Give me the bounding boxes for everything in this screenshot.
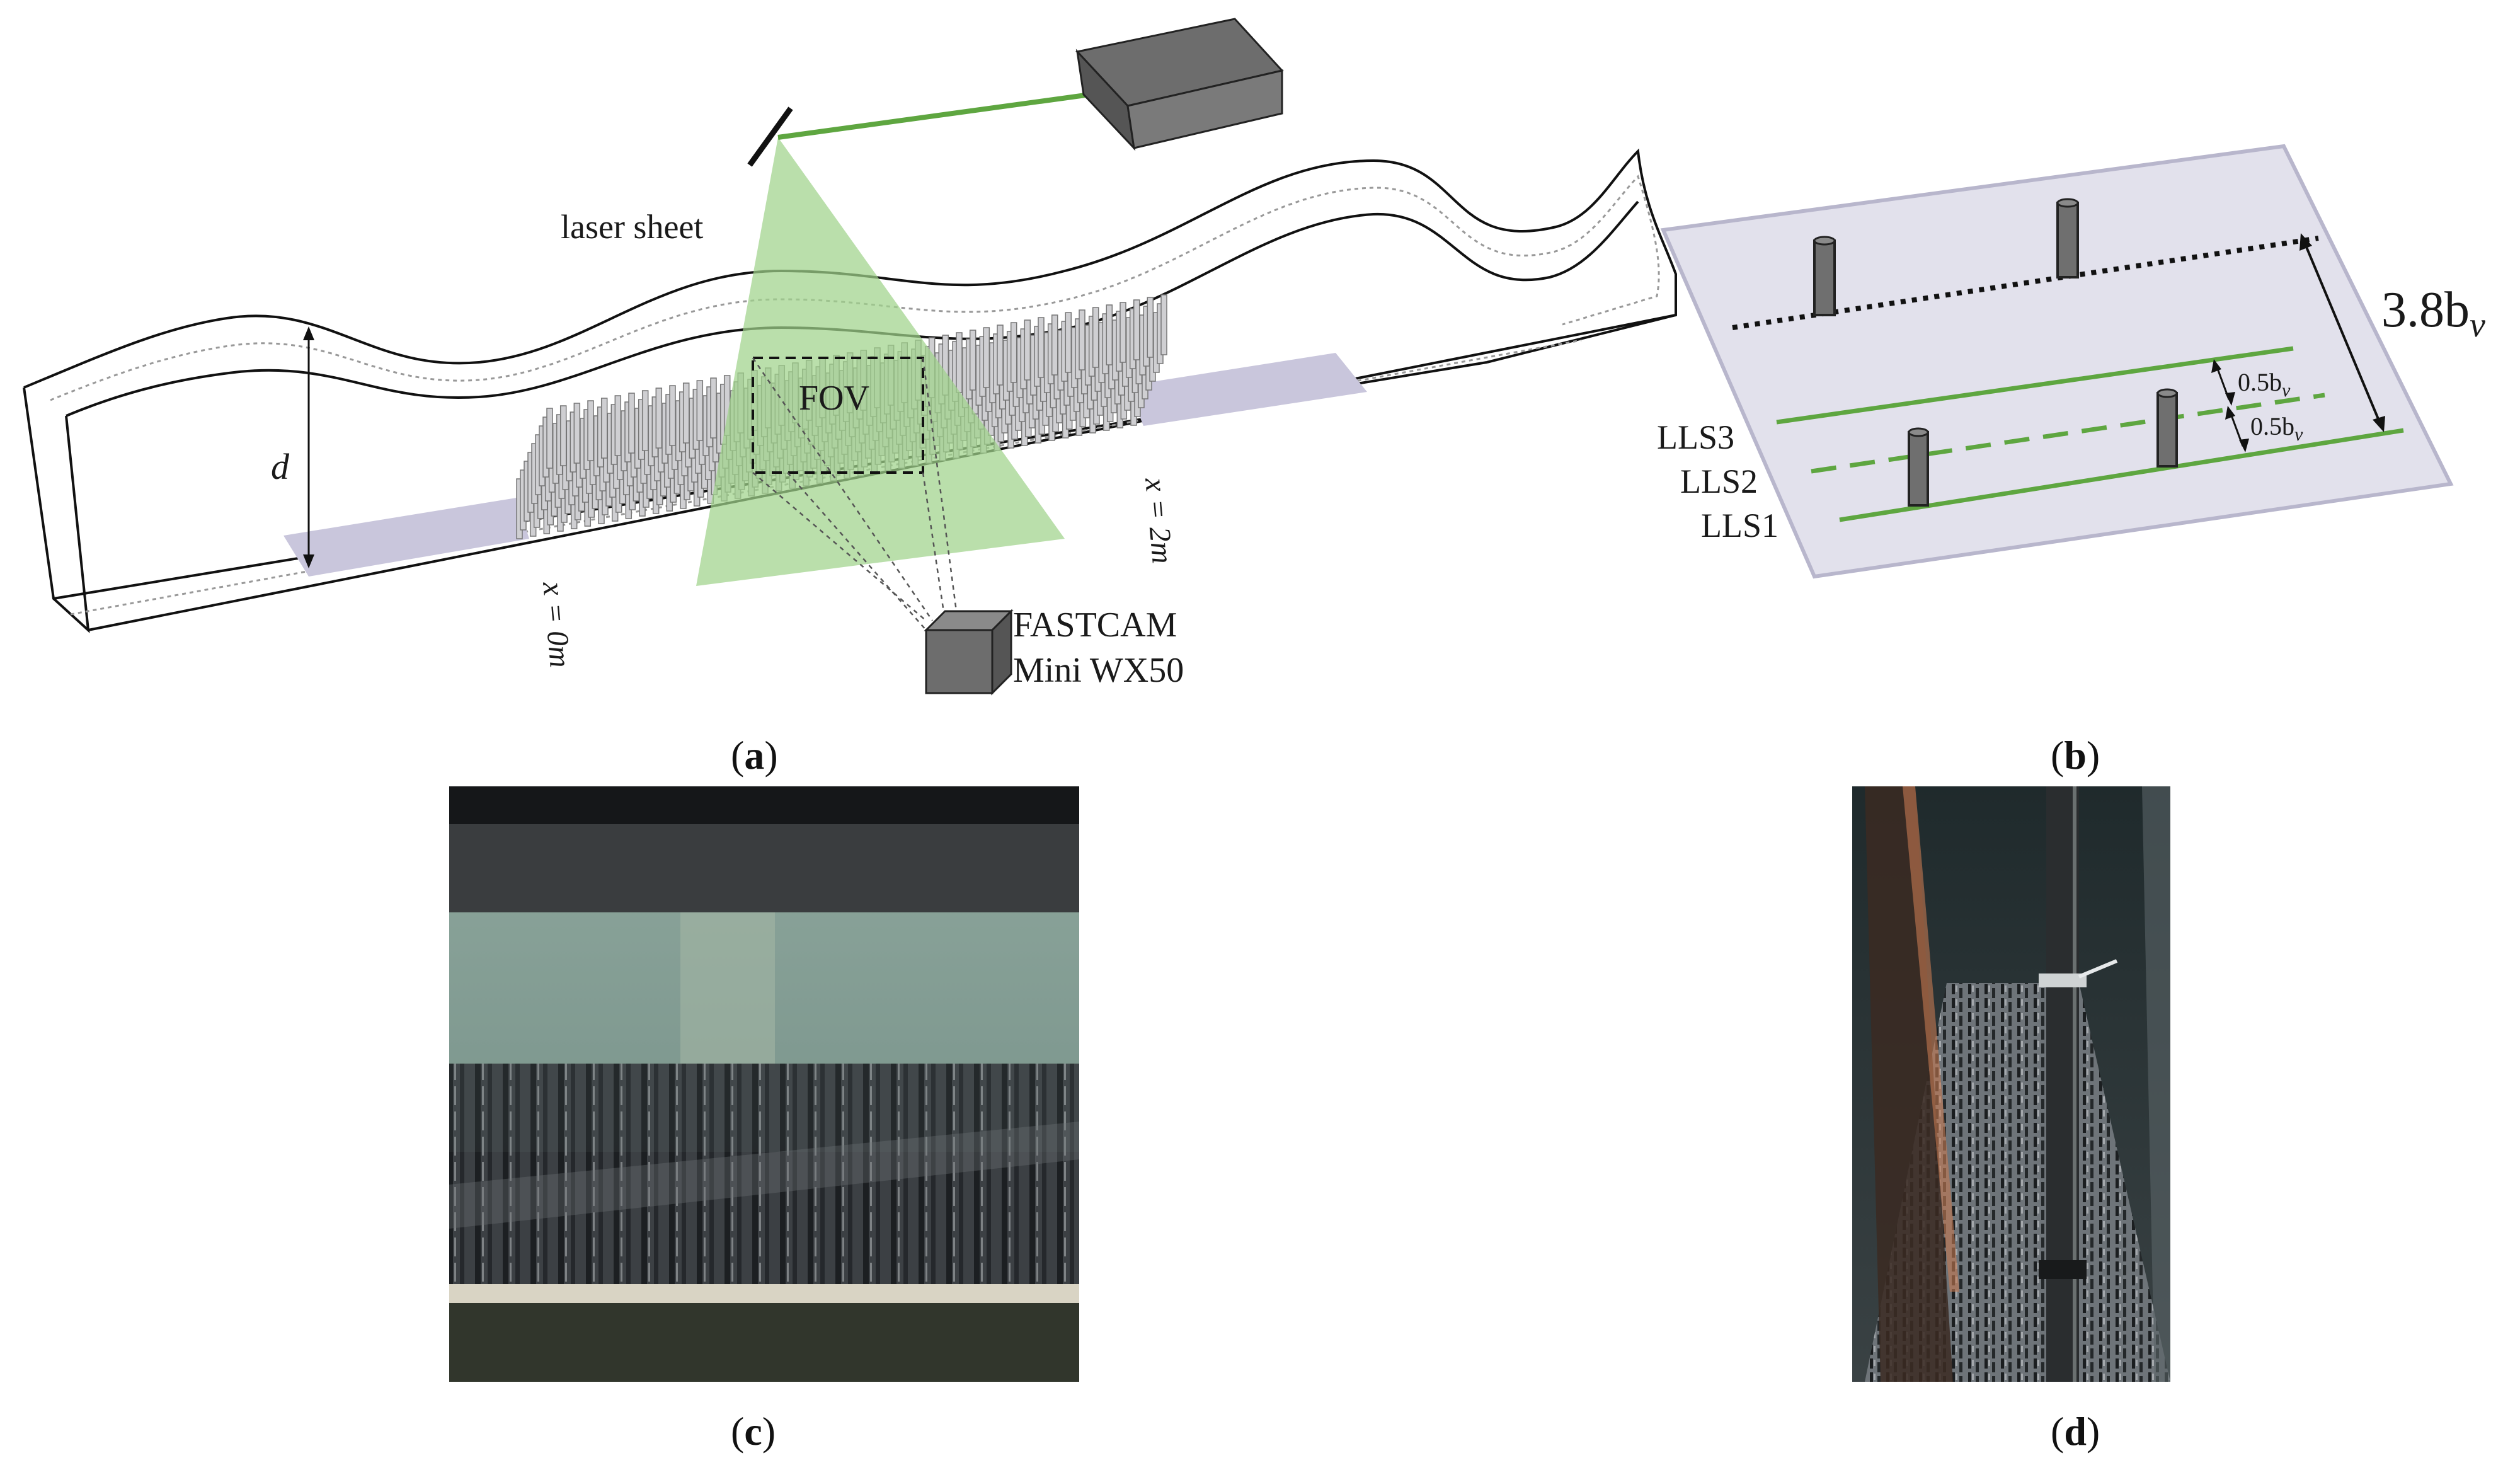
- bed-downstream: [1128, 353, 1367, 426]
- laser-sheet-label: laser sheet: [561, 208, 703, 246]
- vegetation-stem: [1120, 302, 1126, 363]
- cylinder-2: [2056, 198, 2079, 278]
- vegetation-stem: [969, 330, 976, 391]
- vegetation-stem: [655, 388, 663, 449]
- panel-b: 3.8bv 0.5bv 0.5bv LLS3 LLS2 LLS1 (b): [1657, 144, 2485, 778]
- photo-d: (d): [1852, 786, 2170, 1454]
- label-lls1: LLS1: [1701, 507, 1778, 544]
- x-start-label: x = 0m: [536, 580, 577, 669]
- cylinder-1: [1813, 236, 1836, 316]
- depth-label: d: [271, 446, 290, 487]
- upper-spacing-arrow: [2211, 359, 2235, 406]
- line-lls3: [1776, 346, 2294, 425]
- camera-sight-lines: [752, 357, 959, 631]
- photo-c: (c): [449, 786, 1079, 1454]
- fastcam-camera: [924, 609, 1014, 696]
- vegetation-stem: [710, 377, 717, 439]
- vegetation-top-field: [449, 1064, 1079, 1152]
- vegetation-stem: [1133, 299, 1140, 360]
- cylinder-4: [2156, 388, 2178, 468]
- panel-a: d FOV laser sheet FAST: [23, 18, 1677, 778]
- flume-floor: [449, 1284, 1079, 1303]
- upper-spacing-label: 0.5bv: [2238, 368, 2291, 401]
- bed-plane: [1660, 144, 2454, 579]
- caption-b: (b): [2051, 733, 2100, 778]
- vegetation-stem: [956, 332, 963, 393]
- vegetation-stem: [1092, 307, 1099, 368]
- vegetation-stem: [628, 393, 635, 454]
- camera-name-line2: Mini WX50: [1013, 651, 1184, 690]
- flume-outer-wall: [23, 148, 1677, 389]
- vegetation-stem: [1147, 297, 1154, 358]
- vegetation-stem: [587, 400, 594, 461]
- total-spacing-label: 3.8bv: [2381, 282, 2485, 345]
- vegetation-stems-field: [449, 1152, 1079, 1284]
- line-lls2: [1811, 393, 2325, 474]
- flume-top-beam: [449, 786, 1079, 824]
- x-end-label: x = 2m: [1138, 476, 1179, 565]
- laser-beam: [777, 91, 1100, 140]
- vegetation-stem: [696, 380, 704, 441]
- vegetation-stem: [573, 403, 581, 464]
- caption-c: (c): [731, 1409, 776, 1454]
- vegetation-stem: [669, 385, 676, 446]
- lower-spacing-arrow: [2225, 406, 2249, 452]
- vegetation-stem: [983, 327, 990, 388]
- laser-unit: [1075, 18, 1284, 151]
- line-lls1: [1839, 428, 2404, 522]
- vegetation-stem: [1051, 314, 1058, 376]
- vegetation-stem: [546, 408, 553, 469]
- vegetation-stem: [682, 382, 690, 444]
- fov-box: [752, 357, 924, 474]
- depth-indicator: [303, 326, 314, 568]
- fov-label: FOV: [799, 379, 869, 418]
- vegetation-stem: [600, 398, 608, 459]
- vegetation-stem: [1065, 312, 1072, 373]
- vegetation-stem: [641, 390, 649, 451]
- flume-dotted-midline: [50, 175, 1660, 401]
- cylinder-3: [1908, 427, 1929, 507]
- total-spacing-arrow: [2300, 233, 2385, 432]
- vegetation-stem: [1160, 294, 1167, 355]
- flume-rail: [449, 824, 1079, 912]
- camera-name-line1: FASTCAM: [1013, 606, 1177, 645]
- label-lls2: LLS2: [1680, 462, 1758, 500]
- vegetation-stem: [1106, 304, 1113, 365]
- vegetation-stem: [559, 405, 567, 466]
- vegetation-stem: [1038, 317, 1045, 378]
- vegetation-stem: [997, 324, 1004, 386]
- vegetation-stem: [1010, 322, 1017, 383]
- lower-spacing-label: 0.5bv: [2250, 412, 2303, 445]
- vegetation-stem: [614, 395, 622, 456]
- caption-a: (a): [731, 733, 778, 778]
- caption-d: (d): [2051, 1409, 2100, 1454]
- upper-row-line: [1732, 236, 2319, 330]
- label-lls3: LLS3: [1657, 418, 1734, 456]
- mirror: [747, 106, 793, 167]
- vegetation-stem: [1024, 319, 1031, 381]
- vegetation-stem: [1079, 309, 1085, 370]
- bed-upstream: [284, 498, 529, 577]
